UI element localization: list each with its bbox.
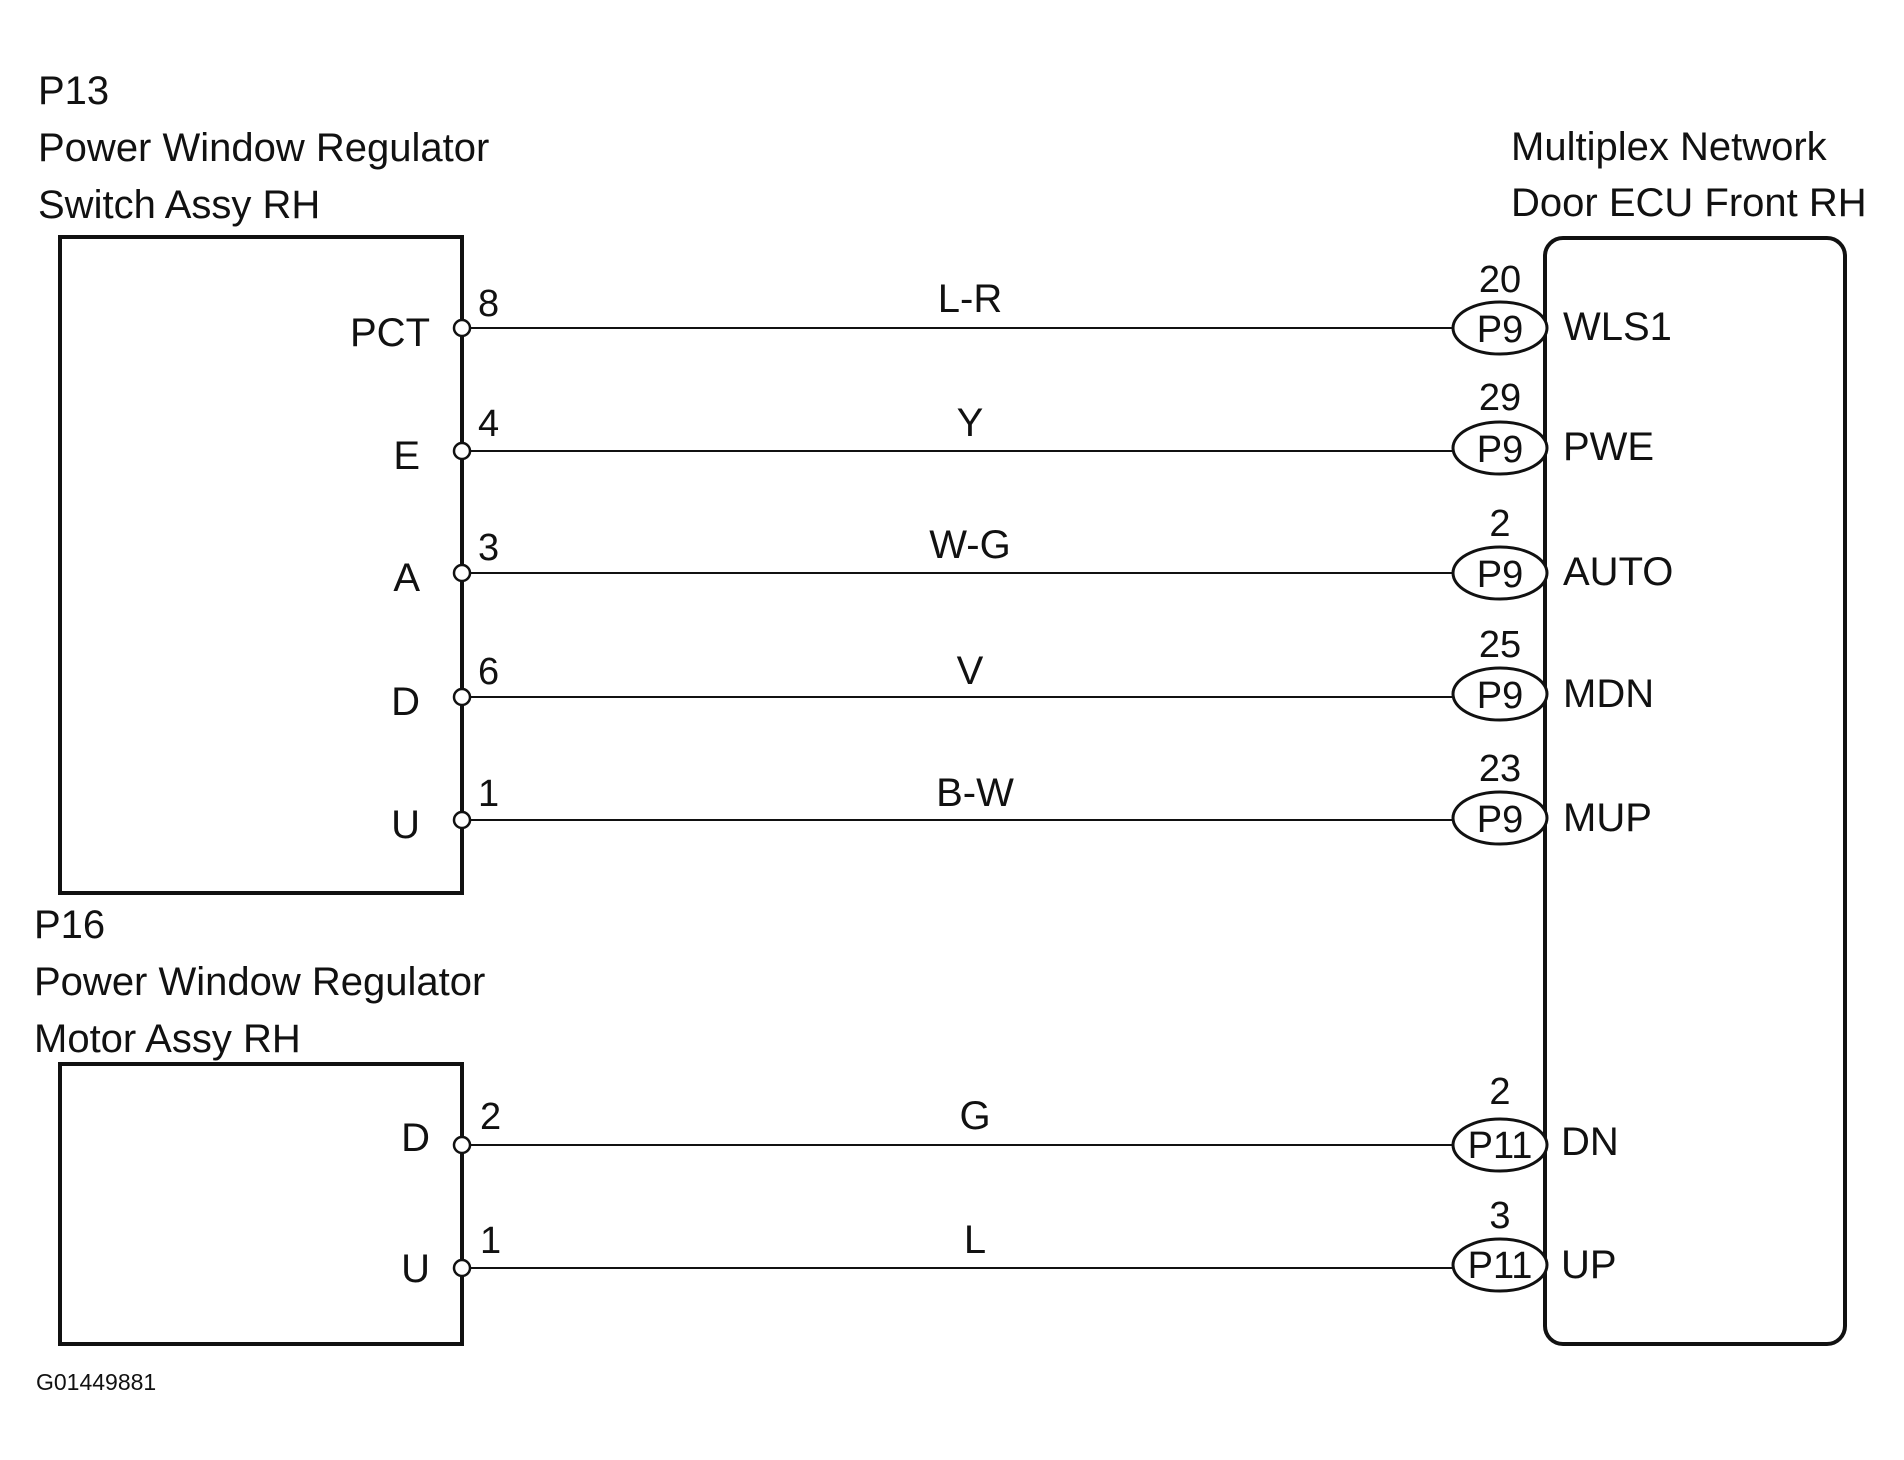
connector-code-label: P9 — [1477, 675, 1523, 717]
switch-assy-block: P13 Power Window Regulator Switch Assy R… — [38, 69, 489, 895]
pin-number-label: 6 — [478, 651, 499, 693]
wire-color-label: V — [957, 649, 984, 693]
connector-code-label: P9 — [1477, 429, 1523, 471]
wire-color-label: B-W — [936, 771, 1014, 815]
ecu-terminal-label: PWE — [1563, 425, 1654, 469]
wire-row: E 4 Y 29 P9 PWE — [393, 377, 1654, 478]
figure-id: G01449881 — [36, 1369, 156, 1395]
ecu-terminal-label: MDN — [1563, 672, 1654, 716]
wire-rows: PCT 8 L-R 20 P9 WLS1 E 4 Y 29 P9 PWE A 3… — [350, 259, 1673, 1293]
connector-oval — [1451, 420, 1549, 476]
connector-oval — [1451, 1237, 1549, 1293]
connector-oval — [1451, 545, 1549, 601]
pin-number-label: 2 — [480, 1096, 501, 1138]
terminal-circle — [452, 1258, 472, 1278]
ecu-name-line1: Multiplex Network — [1511, 125, 1828, 169]
connector-oval — [1451, 790, 1549, 846]
connector-code-label: P11 — [1468, 1125, 1533, 1167]
wire-row: D 6 V 25 P9 MDN — [391, 624, 1654, 724]
connector-code-label: P9 — [1477, 799, 1523, 841]
ecu-pin-number-label: 2 — [1489, 503, 1510, 545]
connector-code-label: P11 — [1468, 1245, 1533, 1287]
ecu-pin-number-label: 20 — [1479, 259, 1521, 301]
ecu-name-line2: Door ECU Front RH — [1511, 181, 1867, 225]
ecu-terminal-label: DN — [1561, 1120, 1619, 1164]
terminal-circle — [452, 318, 472, 338]
motor-assy-box — [58, 1062, 464, 1346]
terminal-circle — [452, 441, 472, 461]
terminal-circle — [452, 687, 472, 707]
switch-name-line1: Power Window Regulator — [38, 126, 489, 170]
wire-color-label: L — [964, 1218, 986, 1262]
connector-oval — [1451, 1117, 1549, 1173]
wire-color-label: W-G — [929, 523, 1010, 567]
pin-name-label: D — [401, 1116, 430, 1160]
connector-code-label: P9 — [1477, 309, 1523, 351]
switch-connector-code: P13 — [38, 69, 109, 113]
ecu-pin-number-label: 29 — [1479, 377, 1521, 419]
pin-name-label: E — [393, 434, 420, 478]
wire-color-label: L-R — [938, 277, 1002, 321]
wire-row: D 2 G 2 P11 DN — [401, 1071, 1619, 1173]
wire-row: U 1 L 3 P11 UP — [401, 1195, 1617, 1293]
terminal-circle — [452, 810, 472, 830]
ecu-terminal-label: MUP — [1563, 796, 1652, 840]
connector-code-label: P9 — [1477, 554, 1523, 596]
pin-number-label: 4 — [478, 403, 499, 445]
wire-color-label: Y — [957, 401, 984, 445]
ecu-box — [1543, 236, 1847, 1346]
pin-name-label: U — [401, 1247, 430, 1291]
pin-name-label: D — [391, 680, 420, 724]
ecu-terminal-label: AUTO — [1563, 550, 1673, 594]
switch-name-line2: Switch Assy RH — [38, 183, 320, 227]
pin-number-label: 8 — [478, 283, 499, 325]
ecu-pin-number-label: 3 — [1489, 1195, 1510, 1237]
motor-connector-code: P16 — [34, 903, 105, 947]
pin-name-label: U — [391, 803, 420, 847]
pin-number-label: 1 — [480, 1220, 501, 1262]
wire-row: A 3 W-G 2 P9 AUTO — [393, 503, 1673, 601]
pin-name-label: A — [393, 556, 420, 600]
terminal-circle — [452, 563, 472, 583]
terminal-circle — [452, 1135, 472, 1155]
connector-oval — [1451, 300, 1549, 356]
motor-name-line2: Motor Assy RH — [34, 1017, 301, 1061]
wire-color-label: G — [959, 1094, 990, 1138]
ecu-pin-number-label: 2 — [1489, 1071, 1510, 1113]
pin-name-label: PCT — [350, 311, 430, 355]
ecu-pin-number-label: 23 — [1479, 748, 1521, 790]
pin-number-label: 3 — [478, 527, 499, 569]
ecu-pin-number-label: 25 — [1479, 624, 1521, 666]
motor-name-line1: Power Window Regulator — [34, 960, 485, 1004]
ecu-block: Multiplex Network Door ECU Front RH — [1511, 125, 1867, 1346]
connector-oval — [1451, 666, 1549, 722]
ecu-terminal-label: UP — [1561, 1243, 1617, 1287]
ecu-terminal-label: WLS1 — [1563, 305, 1672, 349]
pin-number-label: 1 — [478, 773, 499, 815]
wire-row: U 1 B-W 23 P9 MUP — [391, 748, 1652, 847]
wire-row: PCT 8 L-R 20 P9 WLS1 — [350, 259, 1672, 356]
motor-assy-block: P16 Power Window Regulator Motor Assy RH — [34, 903, 485, 1346]
